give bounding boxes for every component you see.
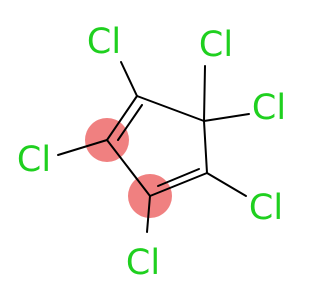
ring-bond: [149, 172, 208, 197]
atom-label-cl: Cl: [249, 188, 283, 228]
substituent-bond: [203, 113, 250, 122]
substituent-bond: [120, 61, 138, 97]
ring-bond: [106, 139, 151, 197]
atom-label-cl: Cl: [126, 243, 160, 283]
substituent-bond: [203, 65, 206, 122]
substituent-bond: [206, 172, 247, 197]
ring-bond: [203, 120, 208, 174]
double-bond-inner: [157, 168, 200, 187]
atom-label-cl: Cl: [199, 25, 233, 65]
substituent-bond: [57, 139, 108, 156]
atom-label-cl: Cl: [17, 140, 51, 180]
atom-label-cl: Cl: [87, 22, 121, 62]
atom-label-group: Cl Cl Cl Cl Cl Cl: [17, 22, 286, 283]
atom-label-cl: Cl: [252, 88, 286, 128]
ring-bond: [136, 95, 205, 122]
molecule-diagram: Cl Cl Cl Cl Cl Cl: [16, 22, 287, 283]
ring-bond: [106, 95, 138, 141]
double-bond-inner: [117, 104, 143, 141]
bond-group: [57, 61, 250, 233]
structure-canvas: Cl Cl Cl Cl Cl Cl: [17, 22, 286, 283]
substituent-bond: [146, 195, 151, 233]
